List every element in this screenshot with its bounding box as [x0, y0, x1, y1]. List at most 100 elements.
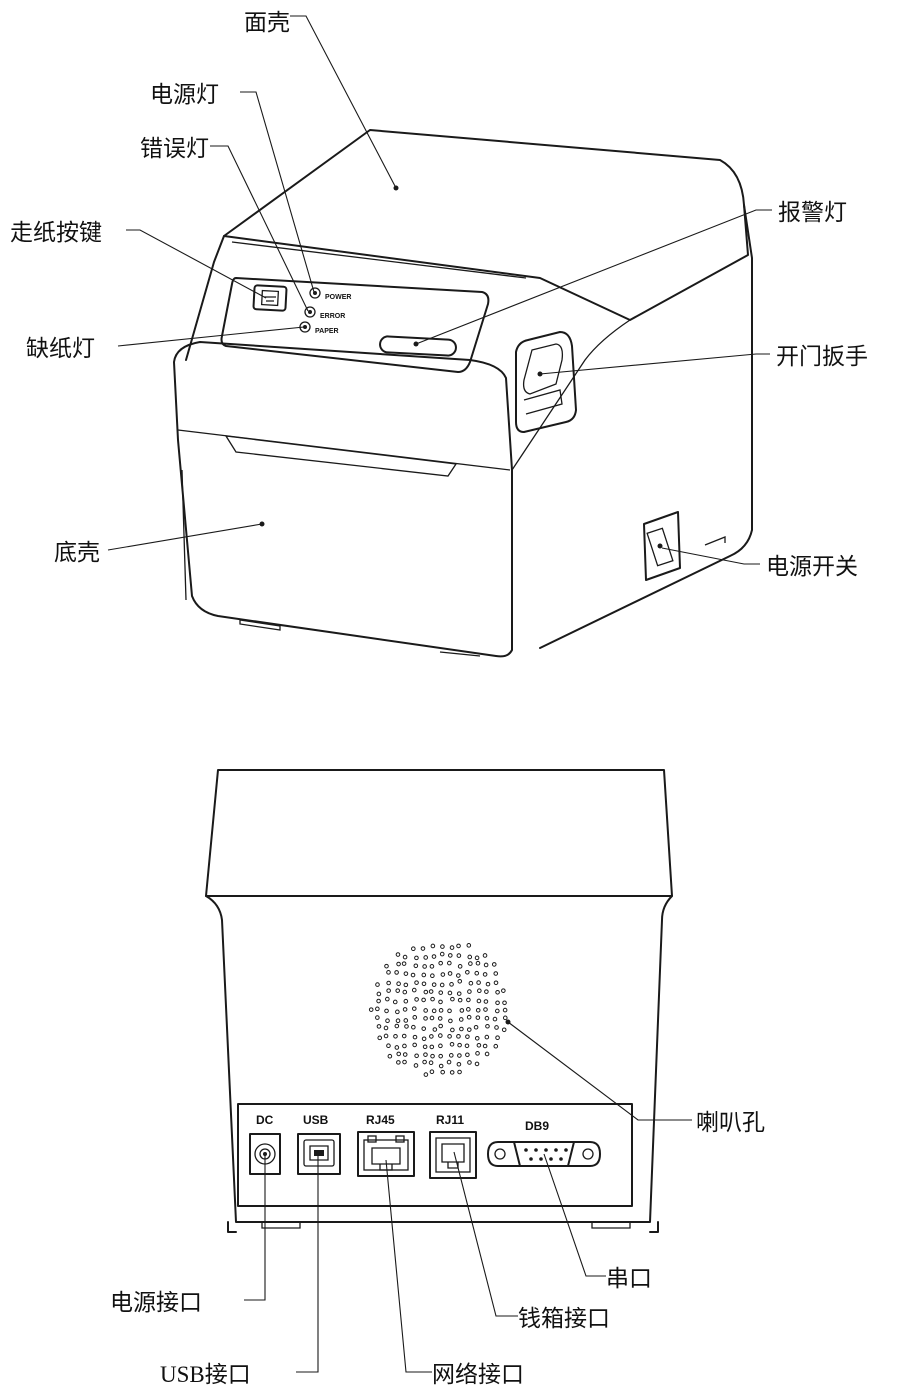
- speaker-hole: [449, 982, 454, 987]
- speaker-hole: [431, 954, 437, 959]
- callout-feed-button: 走纸按键: [10, 220, 267, 299]
- speaker-hole: [392, 999, 398, 1005]
- speaker-hole: [495, 1000, 500, 1006]
- speaker-hole: [466, 1014, 472, 1020]
- port-label-db9: DB9: [525, 1119, 549, 1133]
- speaker-hole: [475, 1051, 480, 1056]
- db9-serial-port[interactable]: [487, 1141, 601, 1167]
- speaker-hole: [449, 1070, 455, 1075]
- speaker-hole: [466, 1007, 471, 1012]
- callout-power-light: 电源灯: [150, 82, 315, 293]
- speaker-hole: [446, 1059, 452, 1065]
- power-light-icon: [309, 287, 321, 299]
- speaker-hole: [464, 1043, 470, 1049]
- svg-text:缺纸灯: 缺纸灯: [26, 336, 95, 362]
- speaker-hole: [402, 1043, 407, 1049]
- speaker-hole: [493, 1043, 499, 1049]
- speaker-hole: [394, 1023, 400, 1029]
- speaker-hole: [447, 960, 452, 966]
- speaker-hole: [423, 1016, 428, 1021]
- speaker-hole: [412, 1015, 418, 1020]
- speaker-hole: [458, 1017, 464, 1022]
- speaker-hole: [430, 996, 435, 1002]
- callout-top-cover: 面壳: [244, 10, 399, 191]
- printer-front-view: POWER ERROR PAPER 面壳: [10, 10, 868, 658]
- speaker-hole: [428, 989, 434, 994]
- speaker-hole: [457, 1069, 462, 1075]
- speaker-hole: [473, 1024, 479, 1030]
- speaker-hole: [457, 979, 463, 984]
- speaker-hole: [431, 1008, 437, 1014]
- speaker-hole: [439, 951, 445, 957]
- speaker-hole: [502, 1015, 508, 1021]
- speaker-hole: [438, 960, 443, 966]
- speaker-hole: [377, 1035, 383, 1041]
- speaker-hole: [502, 1007, 508, 1013]
- speaker-hole: [421, 1036, 427, 1042]
- db9-pin: [539, 1157, 543, 1161]
- speaker-hole: [457, 1053, 462, 1058]
- speaker-hole: [429, 1044, 435, 1050]
- speaker-hole: [393, 1034, 398, 1039]
- speaker-hole: [501, 1027, 507, 1033]
- rj45-network-port[interactable]: [357, 1131, 415, 1177]
- usb-port[interactable]: [297, 1133, 341, 1175]
- speaker-hole: [421, 1026, 427, 1031]
- top-cover: [223, 129, 749, 321]
- speaker-hole: [439, 982, 445, 988]
- svg-text:电源开关: 电源开关: [766, 554, 858, 580]
- speaker-hole: [501, 988, 506, 993]
- speaker-hole: [396, 1060, 401, 1065]
- speaker-hole: [413, 963, 419, 969]
- db9-pin: [559, 1157, 563, 1161]
- speaker-hole: [495, 1035, 500, 1040]
- speaker-hole: [375, 982, 380, 987]
- speaker-hole: [385, 996, 390, 1002]
- speaker-hole: [430, 973, 435, 979]
- callout-serial-port: 串口: [543, 1153, 652, 1292]
- speaker-hole: [484, 989, 489, 994]
- speaker-hole: [449, 945, 455, 950]
- speaker-hole: [429, 1015, 435, 1021]
- speaker-hole: [465, 1052, 470, 1058]
- speaker-hole: [438, 990, 444, 995]
- callout-paper-out-light: 缺纸灯: [26, 326, 305, 362]
- speaker-hole: [429, 964, 435, 969]
- speaker-hole: [386, 970, 391, 975]
- speaker-hole: [401, 1033, 407, 1039]
- alarm-light-bar: [379, 335, 457, 357]
- speaker-hole: [467, 1060, 472, 1065]
- speaker-hole: [411, 987, 417, 993]
- callout-alarm-light: 报警灯: [413, 200, 847, 347]
- speaker-hole: [459, 1026, 464, 1032]
- speaker-hole: [403, 971, 409, 976]
- speaker-hole: [493, 971, 499, 976]
- rj11-cash-drawer-port[interactable]: [429, 1131, 477, 1179]
- svg-text:开门扳手: 开门扳手: [776, 344, 868, 370]
- speaker-hole: [440, 944, 445, 949]
- speaker-hole: [376, 1024, 382, 1029]
- speaker-hole: [421, 997, 426, 1003]
- panel-paper-text: PAPER: [315, 328, 339, 335]
- svg-text:喇叭孔: 喇叭孔: [696, 1110, 765, 1136]
- callout-power-port: 电源接口: [110, 1154, 266, 1316]
- speaker-hole: [493, 980, 499, 986]
- callout-error-light: 错误灯: [140, 136, 309, 312]
- error-light-icon: [304, 306, 316, 318]
- speaker-hole: [396, 1051, 402, 1057]
- speaker-hole: [423, 1008, 428, 1013]
- speaker-hole: [456, 991, 462, 996]
- speaker-hole: [466, 1027, 472, 1032]
- panel-power-text: POWER: [325, 294, 351, 301]
- speaker-hole: [456, 943, 461, 949]
- speaker-hole: [402, 989, 408, 995]
- speaker-hole: [423, 1052, 428, 1057]
- feed-button[interactable]: [252, 284, 288, 312]
- door-lever[interactable]: [515, 331, 577, 433]
- speaker-hole: [466, 997, 471, 1003]
- speaker-hole: [456, 973, 461, 978]
- speaker-hole: [474, 1061, 480, 1067]
- speaker-hole: [420, 946, 426, 951]
- speaker-hole: [403, 1018, 409, 1023]
- power-switch[interactable]: [643, 511, 681, 581]
